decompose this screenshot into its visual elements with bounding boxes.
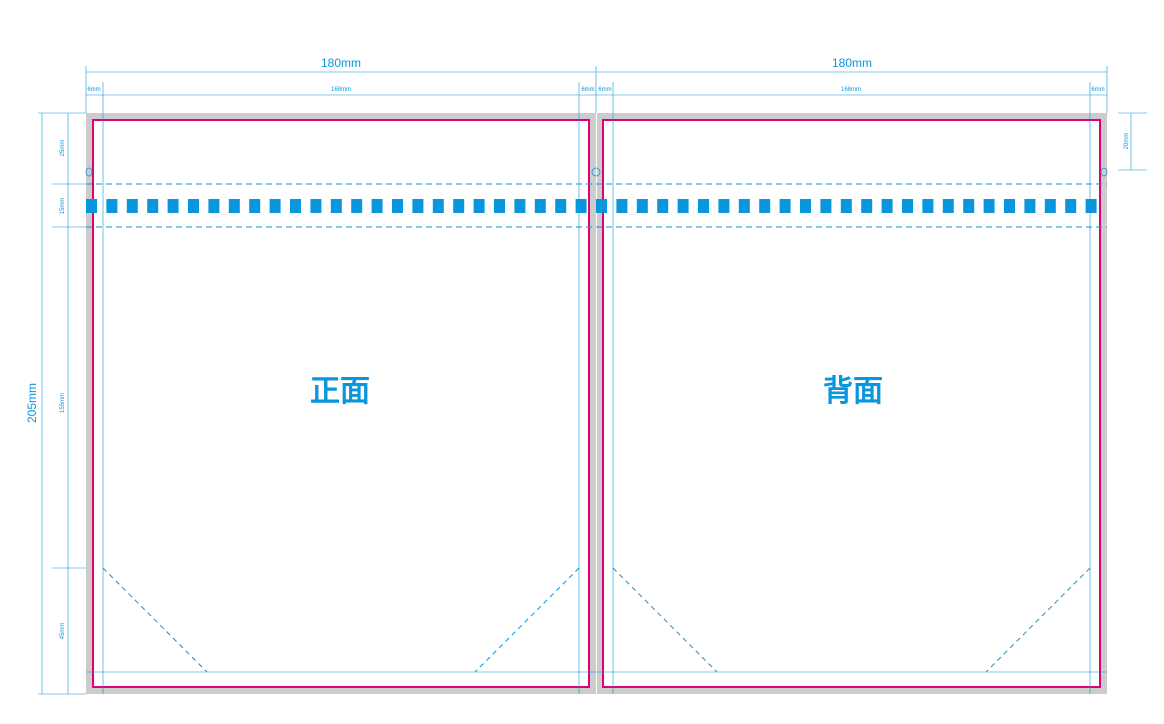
perforation-strip (86, 199, 1097, 213)
perforation-block (147, 199, 159, 213)
perforation-block (800, 199, 811, 213)
dim-margin-front-left: 6mm (87, 87, 100, 93)
perforation-block (1065, 199, 1077, 213)
perforation-block (698, 199, 709, 213)
perforation-block (861, 199, 873, 213)
perforation-block (514, 199, 526, 213)
dim-seg-top: 25mm (60, 140, 66, 157)
dim-margin-back-right: 6mm (1091, 87, 1104, 93)
perforation-block (249, 199, 261, 213)
perforation-block (942, 199, 954, 213)
dim-inner-front: 168mm (331, 87, 351, 93)
perforation-block (86, 199, 97, 213)
left-dimension-lines (38, 112, 86, 695)
perforation-block (881, 199, 893, 213)
perforation-block (1024, 199, 1036, 213)
right-dimension-lines (1118, 112, 1147, 171)
perforation-block (636, 199, 648, 213)
dim-seg-bottom: 45mm (60, 623, 66, 640)
perforation-block (738, 199, 750, 213)
dim-right-top: 20mm (1124, 133, 1130, 150)
hang-hole-right (1100, 167, 1108, 177)
perforation-block (269, 199, 281, 213)
perforation-block (983, 199, 995, 213)
perforation-block (208, 199, 220, 213)
perforation-guides (86, 183, 1107, 228)
perforation-block (412, 199, 424, 213)
perforation-block (963, 199, 975, 213)
perforation-block (106, 199, 118, 213)
cut-line-back (602, 119, 1101, 688)
perforation-block (840, 199, 852, 213)
front-panel-label: 正面 (310, 374, 370, 409)
perforation-block (494, 199, 505, 213)
perforation-block (902, 199, 913, 213)
perforation-block (1044, 199, 1056, 213)
perforation-block (718, 199, 730, 213)
perforation-block (432, 199, 444, 213)
safe-guides (86, 100, 1107, 694)
perforation-block (453, 199, 465, 213)
perforation-block (779, 199, 791, 213)
dim-width-front: 180mm (321, 56, 361, 70)
perforation-block (922, 199, 934, 213)
perforation-block (330, 199, 342, 213)
perforation-block (820, 199, 832, 213)
dim-margin-front-right: 6mm (581, 87, 594, 93)
back-panel-label: 背面 (823, 374, 883, 409)
dim-margin-back-left: 6mm (598, 87, 611, 93)
dim-width-back: 180mm (832, 56, 872, 70)
perforation-block (392, 199, 403, 213)
dim-seg-perf: 15mm (60, 198, 66, 215)
top-dimension-lines (85, 66, 1108, 113)
perforation-block (351, 199, 363, 213)
dim-total-height: 205mm (25, 383, 39, 423)
hang-hole-left (85, 167, 93, 177)
panel-front-body (93, 120, 589, 687)
perforation-block (575, 199, 587, 213)
perforation-block (371, 199, 383, 213)
perforation-block (473, 199, 485, 213)
perforation-block (228, 199, 240, 213)
perforation-block (759, 199, 771, 213)
perforation-block (555, 199, 567, 213)
gusset-folds (102, 567, 1091, 673)
cut-line-front (92, 119, 590, 688)
panel-back-body (603, 120, 1100, 687)
perforation-block (616, 199, 628, 213)
perforation-block (534, 199, 546, 213)
perforation-block (1004, 199, 1015, 213)
hang-holes (85, 167, 1108, 177)
dim-inner-back: 168mm (841, 87, 861, 93)
perforation-block (167, 199, 179, 213)
hang-hole-center (591, 167, 601, 177)
perforation-block (657, 199, 669, 213)
perforation-block (290, 199, 301, 213)
perforation-block (126, 199, 138, 213)
perforation-block (310, 199, 322, 213)
dim-seg-body: 155mm (60, 393, 66, 413)
perforation-block (677, 199, 689, 213)
perforation-block (596, 199, 607, 213)
perforation-block (188, 199, 199, 213)
perforation-block (1085, 199, 1097, 213)
